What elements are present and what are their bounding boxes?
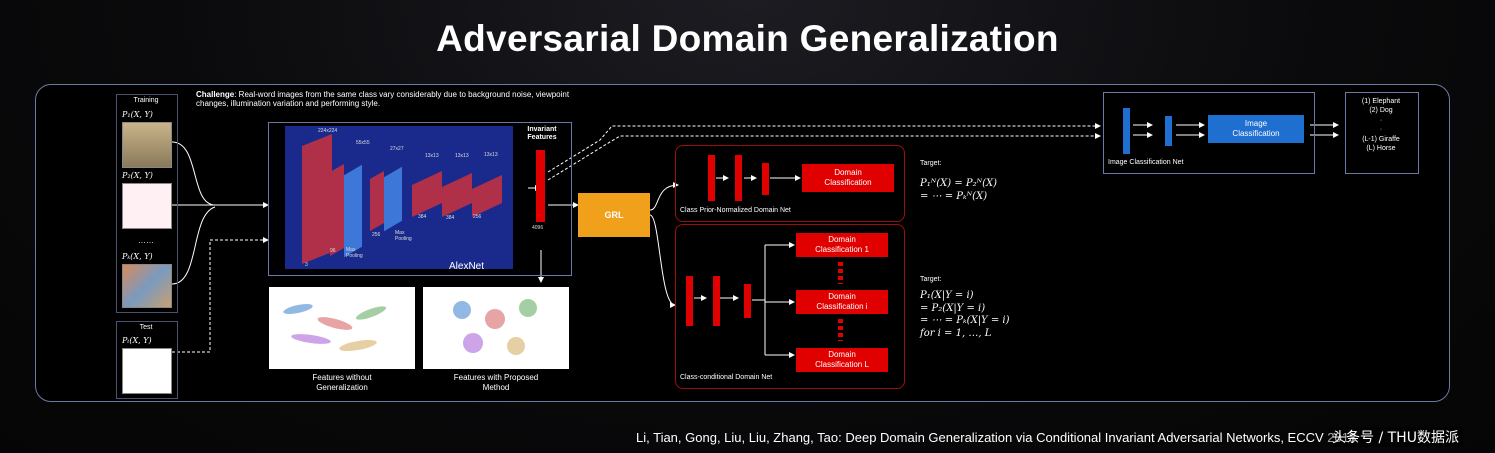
classes-list: (1) Elephant (2) Dog · · (L-1) Giraffe (… xyxy=(1345,97,1417,154)
channel-label: 256 xyxy=(372,232,381,238)
prior-layer xyxy=(708,155,715,201)
pool2-block xyxy=(384,166,402,232)
features-to-image-net xyxy=(547,123,1101,173)
challenge-label: Challenge xyxy=(196,90,235,99)
image-net-frame xyxy=(1103,92,1315,174)
prior-domain-classification-head: Domain Classification xyxy=(802,164,894,192)
size-label: 13x13 xyxy=(425,153,439,159)
size-label: 55x55 xyxy=(356,140,370,146)
cond-head-i: Domain Classification i xyxy=(796,290,888,314)
cond-head-1: Domain Classification 1 xyxy=(796,233,888,257)
cond-target-line: = P₂(X|Y = i) xyxy=(920,302,986,314)
challenge-text: Challenge: Real-word images from the sam… xyxy=(196,90,591,108)
slide-title: Adversarial Domain Generalization xyxy=(436,18,1059,59)
cond-head-l: Domain Classification L xyxy=(796,348,888,372)
invariant-features-label: Invariant Features xyxy=(527,126,557,142)
pt-label: Pₜ(X, Y) xyxy=(122,336,152,345)
feature-dim-label: 4096 xyxy=(532,225,544,231)
prior-target-line: = ⋯ = Pₖᴺ(X) xyxy=(920,190,988,202)
cond-target-line: = ⋯ = Pₖ(X|Y = i) xyxy=(920,315,1010,326)
cond-net-label: Class-conditional Domain Net xyxy=(680,374,773,381)
channel-label: 384 xyxy=(418,214,427,220)
conv1-block xyxy=(302,133,332,265)
test-label: Test xyxy=(139,324,153,331)
prior-layer xyxy=(762,163,769,195)
cond-target-eq: P₁(X|Y = i) = P₂(X|Y = i) = ⋯ = Pₖ(X|Y =… xyxy=(920,290,1010,340)
features-without-plot xyxy=(269,287,415,369)
cond-net-frame xyxy=(675,224,905,389)
size-label: 13x13 xyxy=(455,153,469,159)
image-classification-head: Image Classification xyxy=(1208,115,1304,143)
conv3-block xyxy=(370,170,384,232)
image-net-label: Image Classification Net xyxy=(1108,159,1184,166)
size-label: 224x224 xyxy=(318,128,338,134)
elephant-photo xyxy=(122,122,172,168)
prior-target-eq: P₁ᴺ(X) = P₂ᴺ(X) = ⋯ = Pₖᴺ(X) xyxy=(920,178,997,203)
cond-dots xyxy=(838,319,843,341)
test-connector xyxy=(172,237,269,353)
cond-target-line: P₁(X|Y = i) xyxy=(920,290,974,301)
challenge-body: : Real-word images from the same class v… xyxy=(196,90,570,109)
feature-vector xyxy=(536,150,545,222)
test-group xyxy=(116,321,178,399)
size-label: 27x27 xyxy=(390,146,404,152)
pool1-block xyxy=(344,164,362,258)
cond-layer xyxy=(744,284,751,318)
features-with-plot xyxy=(423,287,569,369)
cond-dots xyxy=(838,262,843,284)
channel-label: 3 xyxy=(305,262,308,268)
class-item: · xyxy=(1379,126,1383,134)
image-net-layer xyxy=(1165,116,1172,146)
p1-label: P₁(X, Y) xyxy=(122,110,153,119)
training-group xyxy=(116,94,178,313)
class-item: (1) Elephant xyxy=(1361,98,1401,105)
cond-target-label: Target: xyxy=(920,276,942,283)
channel-label: 384 xyxy=(446,215,455,221)
class-item: (L) Horse xyxy=(1366,145,1396,153)
classes-box xyxy=(1345,92,1419,174)
cartoon-elephant-image xyxy=(122,183,172,229)
channel-label: 256 xyxy=(473,214,482,220)
conv2-block xyxy=(330,163,344,257)
features-without-caption: Features without Generalization xyxy=(312,373,372,392)
p2-label: P₂(X, Y) xyxy=(122,171,153,180)
pool2-label: Max Pooling xyxy=(395,230,412,242)
prior-target-line: P₁ᴺ(X) = P₂ᴺ(X) xyxy=(920,178,998,189)
prior-net-label: Class Prior-Normalized Domain Net xyxy=(680,207,791,214)
prior-target-label: Target: xyxy=(920,160,942,167)
class-item: (2) Dog xyxy=(1369,107,1393,115)
image-net-layer xyxy=(1123,108,1130,154)
pool1-label: Max Pooling xyxy=(346,247,363,259)
prior-layer xyxy=(735,155,742,201)
cond-target-line: for i = 1, …, L xyxy=(920,327,992,339)
grl-to-prior-net xyxy=(649,182,679,211)
size-label: 13x13 xyxy=(484,152,498,158)
training-label: Training xyxy=(133,97,159,104)
features-to-image-net xyxy=(547,133,1101,181)
citation: Li, Tian, Gong, Liu, Liu, Zhang, Tao: De… xyxy=(636,430,1357,445)
features-with-caption: Features with Proposed Method xyxy=(453,373,539,392)
painting-elephant-image xyxy=(122,264,172,308)
alexnet-label: AlexNet xyxy=(449,261,485,272)
input-connector xyxy=(171,206,216,285)
pk-label: Pₖ(X, Y) xyxy=(122,252,153,261)
sketch-elephant-image xyxy=(122,348,172,394)
cond-layer xyxy=(686,276,693,326)
grl-block: GRL xyxy=(578,193,650,237)
ellipsis-label: …… xyxy=(138,236,154,245)
class-item: · xyxy=(1379,116,1383,124)
watermark: 头条号 / THU数据派 xyxy=(1328,427,1463,447)
channel-label: 96 xyxy=(330,248,336,254)
class-item: (L-1) Giraffe xyxy=(1362,135,1400,143)
cond-layer xyxy=(713,276,720,326)
prior-net-frame xyxy=(675,145,905,222)
input-connector xyxy=(171,141,216,206)
grl-to-cond-net xyxy=(649,214,676,308)
alexnet-frame xyxy=(268,122,572,276)
